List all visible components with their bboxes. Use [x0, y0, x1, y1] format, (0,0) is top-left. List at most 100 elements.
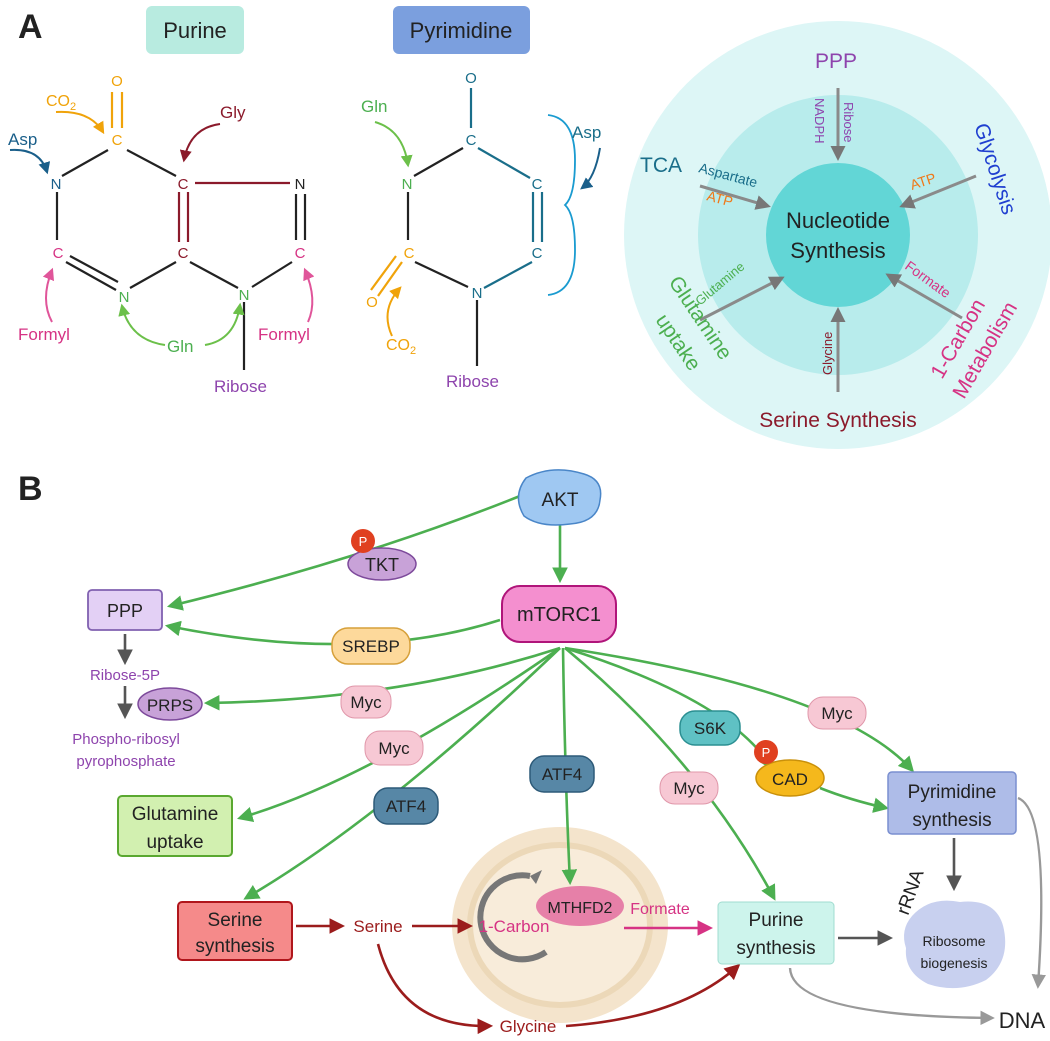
- circle-arrow-glycolysis: [899, 174, 977, 209]
- circle-arrow-formate: [885, 273, 963, 320]
- arrow-mtorc1-prps: [203, 646, 561, 711]
- purine-title-box: [146, 6, 244, 54]
- purine-atom-n9: N: [239, 287, 250, 304]
- akt-node: [517, 469, 602, 526]
- myc-node-pyrimidine: [807, 696, 867, 730]
- arrow-mtorc1-pyrimidine: [564, 646, 915, 773]
- purine-asp-label: Asp: [8, 130, 37, 149]
- glycine-label: Glycine: [500, 1017, 557, 1036]
- purine-formyl-right-label: Formyl: [258, 325, 310, 344]
- serine-synthesis-label-1: Serine: [208, 910, 263, 931]
- purine-formyl-left-label: Formyl: [18, 325, 70, 344]
- circle-tca: TCA: [640, 154, 682, 177]
- atf4-label-mthfd2: ATF4: [542, 765, 582, 784]
- pyrimidine-synthesis-label-1: Pyrimidine: [908, 782, 997, 803]
- purine-atom-o: O: [111, 73, 123, 90]
- cad-phospho-badge: [754, 740, 778, 764]
- pyrimidine-synthesis-label-2: synthesis: [912, 810, 991, 831]
- circle-glycine: Glycine: [820, 332, 835, 375]
- purine-atom-n3: N: [119, 289, 130, 306]
- arrow-mtorc1-purine: [564, 646, 776, 901]
- tkt-phospho-badge: [351, 529, 375, 553]
- mtorc1-label: mTORC1: [517, 604, 601, 626]
- dna-label: DNA: [999, 1008, 1046, 1033]
- prpp-label-1: Phospho-ribosyl: [72, 731, 180, 748]
- pyrimidine-co2-label: CO2: [386, 337, 416, 357]
- arrow-pyrimidine-dna: [1017, 796, 1046, 989]
- formate-label: Formate: [630, 901, 690, 918]
- myc-label-pyrimidine: Myc: [821, 704, 853, 723]
- serine-synthesis-node: [177, 901, 293, 961]
- pyrimidine-atom-c6: C: [532, 245, 543, 262]
- purine-synthesis-label-2: synthesis: [736, 938, 815, 959]
- ribose5p-label: Ribose-5P: [90, 667, 160, 684]
- cad-label: CAD: [772, 770, 808, 789]
- purine-synthesis-node: [717, 901, 835, 965]
- pyrimidine-gln-arrow: [374, 121, 413, 168]
- pyrimidine-atom-c4: C: [466, 132, 477, 149]
- ppp-node: [87, 589, 163, 631]
- serine-label: Serine: [353, 917, 402, 936]
- tkt-label: TKT: [365, 555, 399, 575]
- atf4-node-mthfd2: [529, 755, 595, 793]
- pyrimidine-synthesis-node: [887, 771, 1017, 835]
- mthfd2-label: MTHFD2: [548, 900, 613, 917]
- purine-synthesis-label-1: Purine: [749, 910, 804, 931]
- arrow-cad-pyrimidine: [819, 786, 890, 813]
- nucleotide-circle-diagram: [624, 21, 1050, 449]
- purine-co2-arrow: [55, 110, 105, 135]
- cad-node: [755, 759, 825, 797]
- pyrimidine-structure: [370, 88, 544, 366]
- purine-gln-arrow-right: [204, 302, 245, 346]
- panel-b-label: B: [18, 470, 43, 508]
- mtorc1-node: [501, 585, 617, 643]
- purine-atom-n7: N: [295, 176, 306, 193]
- cad-phospho-label: P: [762, 745, 771, 760]
- pyrimidine-title: Pyrimidine: [410, 18, 513, 43]
- arrow-purine-dna: [788, 967, 995, 1026]
- purine-gly-label: Gly: [220, 103, 246, 122]
- arrow-glycine-purine: [565, 963, 741, 1028]
- atf4-node-serine: [373, 787, 439, 825]
- ppp-label: PPP: [107, 601, 143, 621]
- pyrimidine-asp-arrow: [580, 147, 601, 190]
- pyrimidine-atom-o-left: O: [366, 294, 378, 311]
- myc-label-purine: Myc: [673, 779, 705, 798]
- purine-formyl-right-arrow: [303, 267, 315, 323]
- purine-asp-arrow: [9, 148, 51, 175]
- purine-atom-c8: C: [295, 245, 306, 262]
- circle-center-line1: Nucleotide: [786, 208, 890, 233]
- circle-serine-synthesis: Serine Synthesis: [759, 409, 917, 432]
- circle-nadph: NADPH: [812, 98, 827, 144]
- purine-atom-n1: N: [51, 176, 62, 193]
- purine-ribose-label: Ribose: [214, 377, 267, 396]
- circle-atp-right: ATP: [908, 170, 938, 193]
- circle-arrow-glutamine: [699, 276, 785, 322]
- prpp-label-2: pyrophosphate: [76, 753, 175, 770]
- srebp-label: SREBP: [342, 637, 400, 656]
- purine-atom-c2: C: [53, 245, 64, 262]
- prps-label: PRPS: [147, 696, 193, 715]
- purine-gly-arrow: [179, 123, 221, 163]
- pyrimidine-atom-c5: C: [532, 176, 543, 193]
- panel-a-label: A: [18, 8, 43, 46]
- one-carbon-cycle-arrow: [477, 872, 548, 963]
- arrow-serine-glycine: [376, 943, 494, 1035]
- akt-label: AKT: [542, 490, 579, 511]
- serine-synthesis-label-2: synthesis: [195, 936, 274, 957]
- pyrimidine-atom-n1: N: [472, 285, 483, 302]
- pyrimidine-ribose-label: Ribose: [446, 372, 499, 391]
- mthfd2-node: [536, 886, 624, 926]
- purine-atom-c1: C: [112, 132, 123, 149]
- pyrimidine-asp-label: Asp: [572, 123, 601, 142]
- purine-atom-c4: C: [178, 245, 189, 262]
- pyrimidine-asp-bracket: [547, 114, 576, 296]
- ribosome-label-1: Ribosome: [922, 933, 985, 949]
- s6k-node: [679, 710, 741, 746]
- myc-label-glutamine: Myc: [378, 739, 410, 758]
- circle-center-line2: Synthesis: [790, 238, 885, 263]
- circle-atp-left: ATP: [705, 187, 734, 209]
- glutamine-uptake-label-1: Glutamine: [132, 804, 219, 825]
- atf4-label-serine: ATF4: [386, 797, 426, 816]
